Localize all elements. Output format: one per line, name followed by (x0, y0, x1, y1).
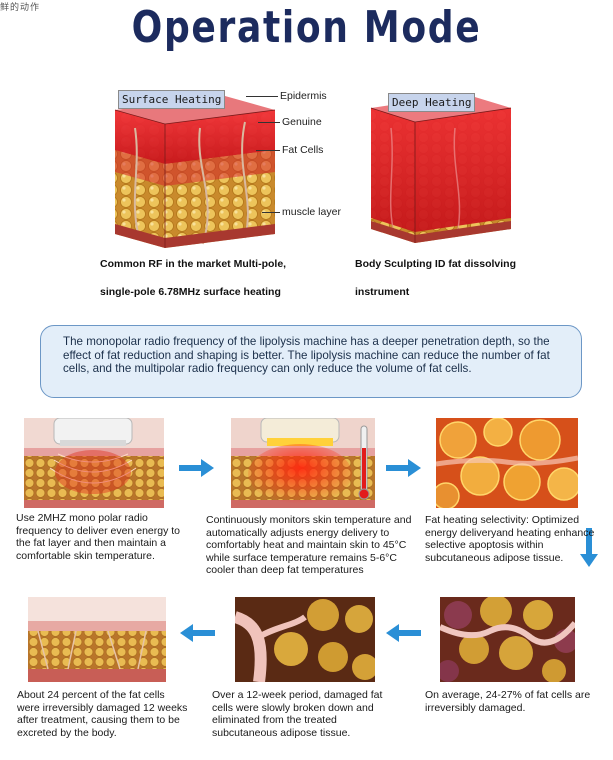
step-5-text: Over a 12-week period, damaged fat cells… (212, 689, 383, 739)
step-6-image (28, 597, 166, 682)
right-caption-line1: Body Sculpting ID fat dissolving (355, 258, 517, 270)
muscle-callout-line (262, 212, 280, 213)
epidermis-callout-line (246, 96, 278, 97)
arrow-right-icon (386, 459, 421, 477)
step-1-image (24, 418, 164, 508)
step-5-image (235, 597, 375, 682)
corner-watermark: 鲜的动作 (0, 2, 41, 12)
epidermis-label: Epidermis (280, 90, 327, 102)
genuine-callout-line (258, 122, 280, 123)
fat-cells-callout-line (256, 150, 280, 151)
page-title: Operation Mode (131, 2, 482, 53)
step-3-text: Fat heating selectivity: Optimized energ… (425, 514, 595, 564)
step-4-text: On average, 24-27% of fat cells are irre… (425, 689, 591, 714)
step-6-text: About 24 percent of the fat cells were i… (17, 689, 188, 739)
fat-cells-label: Fat Cells (282, 144, 324, 156)
step-4-image (440, 597, 575, 682)
left-caption-line1: Common RF in the market Multi-pole, (100, 258, 287, 270)
step-3-image (436, 418, 578, 508)
step-2-image (231, 418, 375, 508)
surface-heating-cube (105, 88, 280, 253)
left-caption-line2: single-pole 6.78MHz surface heating (100, 286, 281, 298)
arrow-left-icon (386, 624, 421, 642)
comparison-info-box: The monopolar radio frequency of the lip… (40, 325, 582, 398)
surface-heating-label: Surface Heating (118, 90, 226, 109)
arrow-left-icon (180, 624, 215, 642)
arrow-right-icon (179, 459, 214, 477)
step-1-text: Use 2MHZ mono polar radio frequency to d… (16, 512, 181, 562)
deep-heating-label: Deep Heating (388, 93, 476, 112)
right-caption-line2: instrument (355, 286, 410, 298)
deep-heating-cube (365, 88, 515, 248)
muscle-layer-label: muscle layer (282, 206, 341, 218)
genuine-label: Genuine (282, 116, 322, 128)
arrow-down-icon (580, 528, 598, 567)
step-2-text: Continuously monitors skin temperature a… (206, 514, 412, 576)
info-text: The monopolar radio frequency of the lip… (63, 335, 550, 375)
